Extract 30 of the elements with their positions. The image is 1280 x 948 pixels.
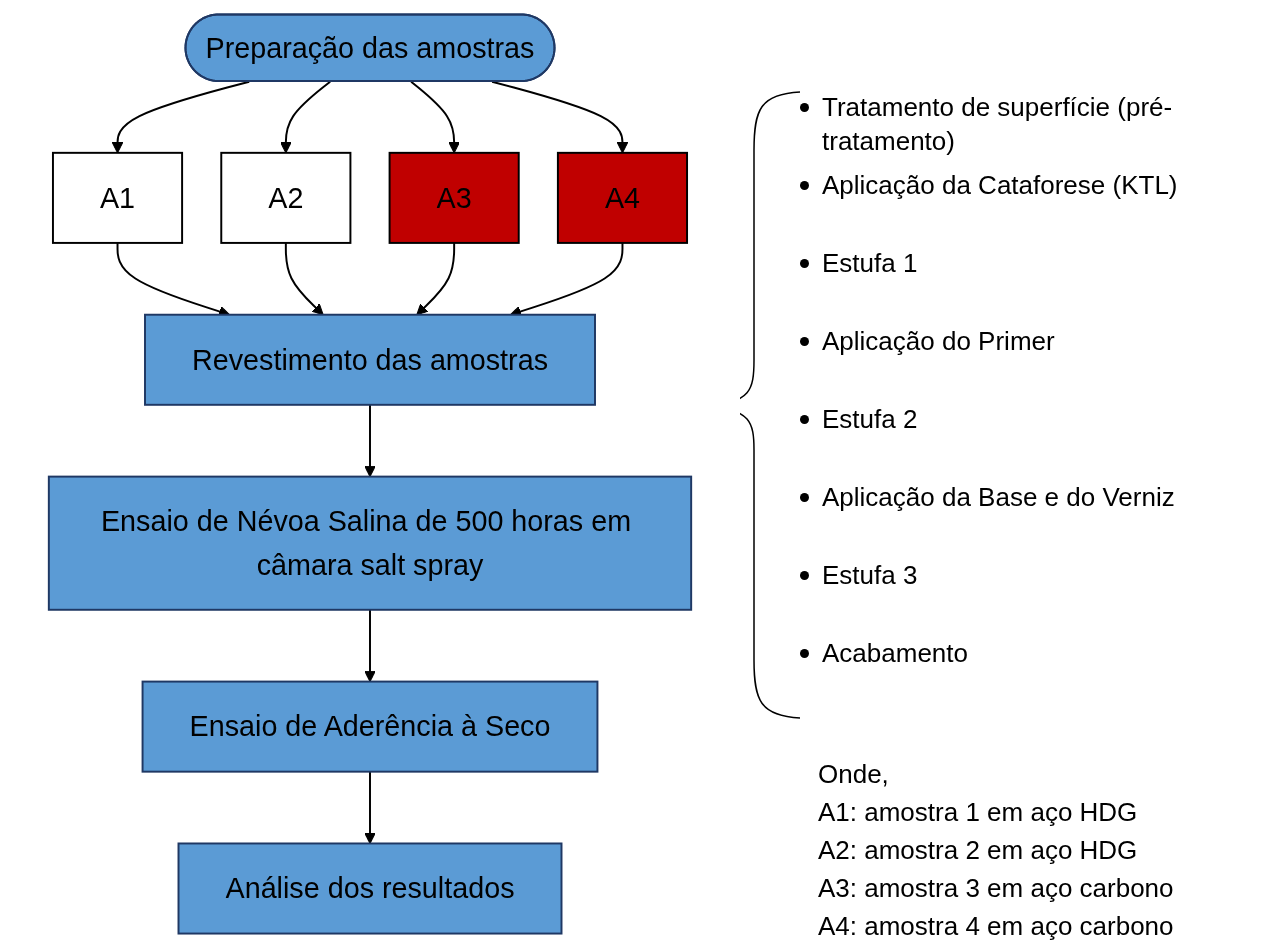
- arrow: [111, 80, 251, 154]
- arrow: [410, 80, 460, 154]
- note-text: A3: amostra 3 em aço carbono: [818, 872, 1174, 905]
- list-item: Estufa 3: [800, 558, 1280, 636]
- note-text: A1: amostra 1 em aço HDG: [818, 796, 1139, 829]
- list-item: Aplicação do Primer: [800, 324, 1280, 402]
- arrow: [284, 241, 324, 316]
- arrow: [280, 80, 332, 154]
- node-box: Ensaio de Névoa Salina de 500 horas em câmara salt spray: [47, 475, 693, 611]
- list-item: Tratamento de superfície (pré-tratamento): [800, 90, 1280, 168]
- arrow: [364, 770, 376, 844]
- node-box: A1: [51, 151, 184, 244]
- note-text: A4: amostra 4 em aço carbono: [818, 910, 1174, 943]
- list-item: Estufa 2: [800, 402, 1280, 480]
- node-box: A2: [220, 151, 352, 244]
- node-box: A4: [556, 151, 689, 244]
- node-box: Análise dos resultados: [177, 842, 563, 935]
- arrow: [364, 403, 376, 478]
- node-box: Ensaio de Aderência à Seco: [141, 680, 599, 773]
- note-text: A2: amostra 2 em aço HDG: [818, 834, 1139, 867]
- arrow: [364, 608, 376, 683]
- node-box: Revestimento das amostras: [144, 313, 596, 406]
- arrow: [491, 80, 629, 154]
- list-item: Estufa 1: [800, 246, 1280, 324]
- note-text: Onde,: [818, 758, 890, 791]
- list-item: Acabamento: [800, 636, 1280, 714]
- list-item: Aplicação da Cataforese (KTL): [800, 168, 1280, 246]
- list-item: Aplicação da Base e do Verniz: [800, 480, 1280, 558]
- arrow: [416, 241, 456, 316]
- node-box: A3: [388, 151, 520, 244]
